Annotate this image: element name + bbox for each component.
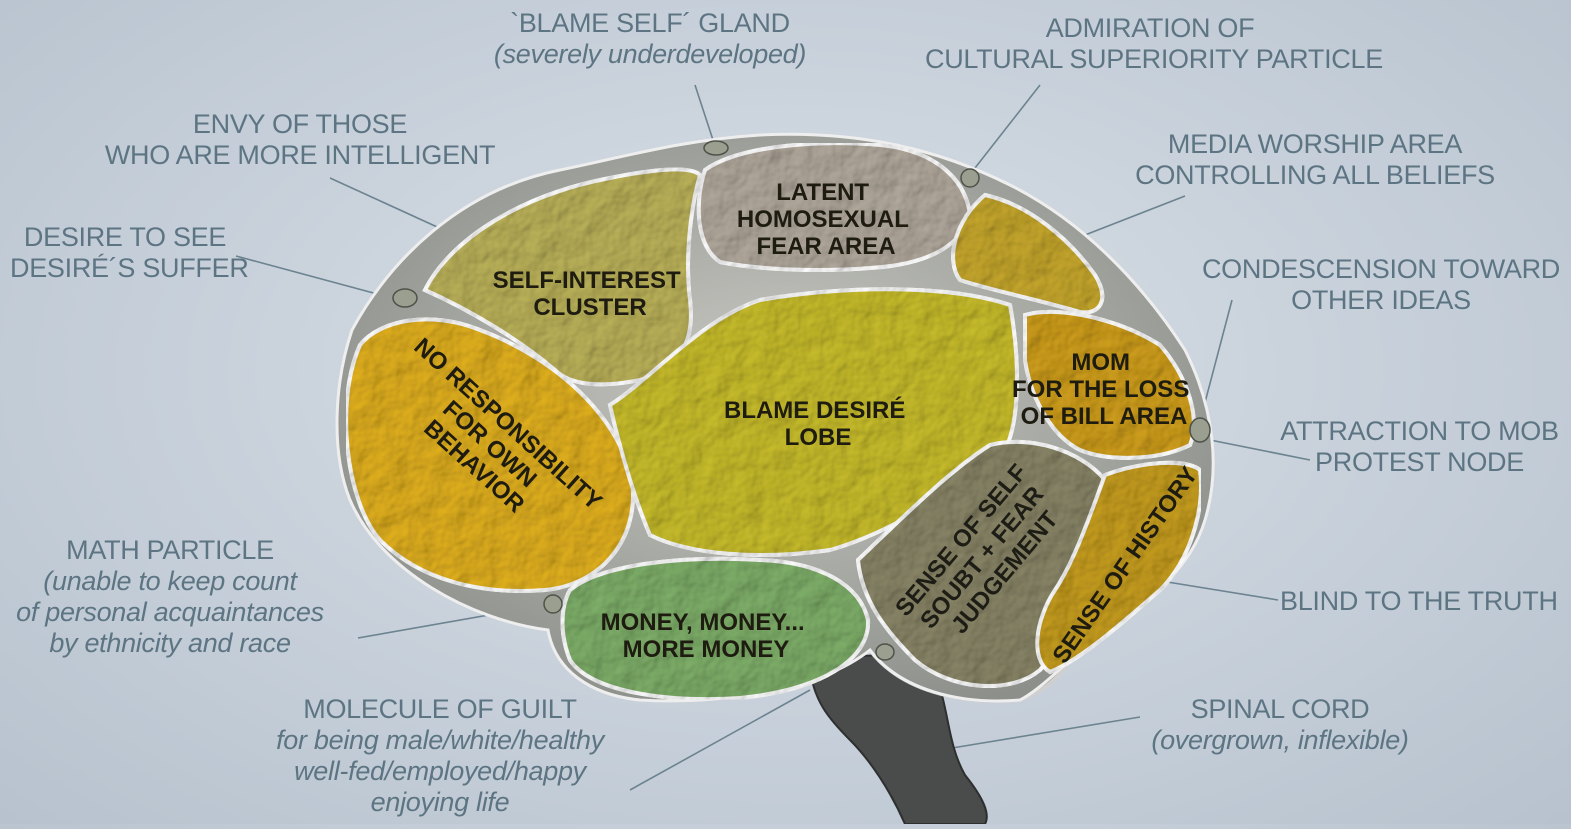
callout-note: (unable to keep count bbox=[0, 566, 340, 597]
callout-line: BLIND TO THE TRUTH bbox=[1280, 586, 1550, 617]
callout-line: DESIRE TO SEE bbox=[10, 222, 240, 253]
callout-line: WHO ARE MORE INTELLIGENT bbox=[100, 140, 500, 171]
callout-line: ENVY OF THOSE bbox=[100, 109, 500, 140]
callout-note: for being male/white/healthy bbox=[230, 725, 650, 756]
callout-line: MEDIA WORSHIP AREA bbox=[1130, 129, 1500, 160]
callout-envy: ENVY OF THOSE WHO ARE MORE INTELLIGENT bbox=[100, 109, 500, 171]
callout-line: CONDESCENSION TOWARD bbox=[1195, 254, 1567, 285]
callout-media: MEDIA WORSHIP AREA CONTROLLING ALL BELIE… bbox=[1130, 129, 1500, 191]
callout-math: MATH PARTICLE (unable to keep count of p… bbox=[0, 535, 340, 659]
callout-blame-self-gland: `BLAME SELF´ GLAND (severely underdevelo… bbox=[455, 8, 845, 70]
callout-title: MOLECULE OF GUILT bbox=[230, 694, 650, 725]
callout-note: well-fed/employed/happy bbox=[230, 756, 650, 787]
callout-line: PROTEST NODE bbox=[1272, 447, 1567, 478]
callout-note: (severely underdeveloped) bbox=[455, 39, 845, 70]
callout-desire-suffer: DESIRE TO SEE DESIRÉ´S SUFFER bbox=[10, 222, 240, 284]
callout-title: `BLAME SELF´ GLAND bbox=[455, 8, 845, 39]
money-label: MONEY, MONEY... MORE MONEY bbox=[601, 609, 812, 663]
callout-line: CONTROLLING ALL BELIEFS bbox=[1130, 160, 1500, 191]
callout-line: OTHER IDEAS bbox=[1195, 285, 1567, 316]
callout-note: (overgrown, inflexible) bbox=[1120, 725, 1440, 756]
callout-note: by ethnicity and race bbox=[0, 628, 340, 659]
callout-guilt: MOLECULE OF GUILT for being male/white/h… bbox=[230, 694, 650, 818]
callout-line: ATTRACTION TO MOB bbox=[1272, 416, 1567, 447]
callout-spinal: SPINAL CORD (overgrown, inflexible) bbox=[1120, 694, 1440, 756]
callout-blind: BLIND TO THE TRUTH bbox=[1280, 586, 1550, 617]
callout-mob: ATTRACTION TO MOB PROTEST NODE bbox=[1272, 416, 1567, 478]
callout-title: MATH PARTICLE bbox=[0, 535, 340, 566]
callout-line: CULTURAL SUPERIORITY PARTICLE bbox=[925, 44, 1375, 75]
callout-condescension: CONDESCENSION TOWARD OTHER IDEAS bbox=[1195, 254, 1567, 316]
callout-note: enjoying life bbox=[230, 787, 650, 818]
callout-line: DESIRÉ´S SUFFER bbox=[10, 253, 240, 284]
callout-line: ADMIRATION OF bbox=[925, 13, 1375, 44]
callout-title: SPINAL CORD bbox=[1120, 694, 1440, 725]
callout-admiration: ADMIRATION OF CULTURAL SUPERIORITY PARTI… bbox=[925, 13, 1375, 75]
callout-note: of personal acquaintances bbox=[0, 597, 340, 628]
